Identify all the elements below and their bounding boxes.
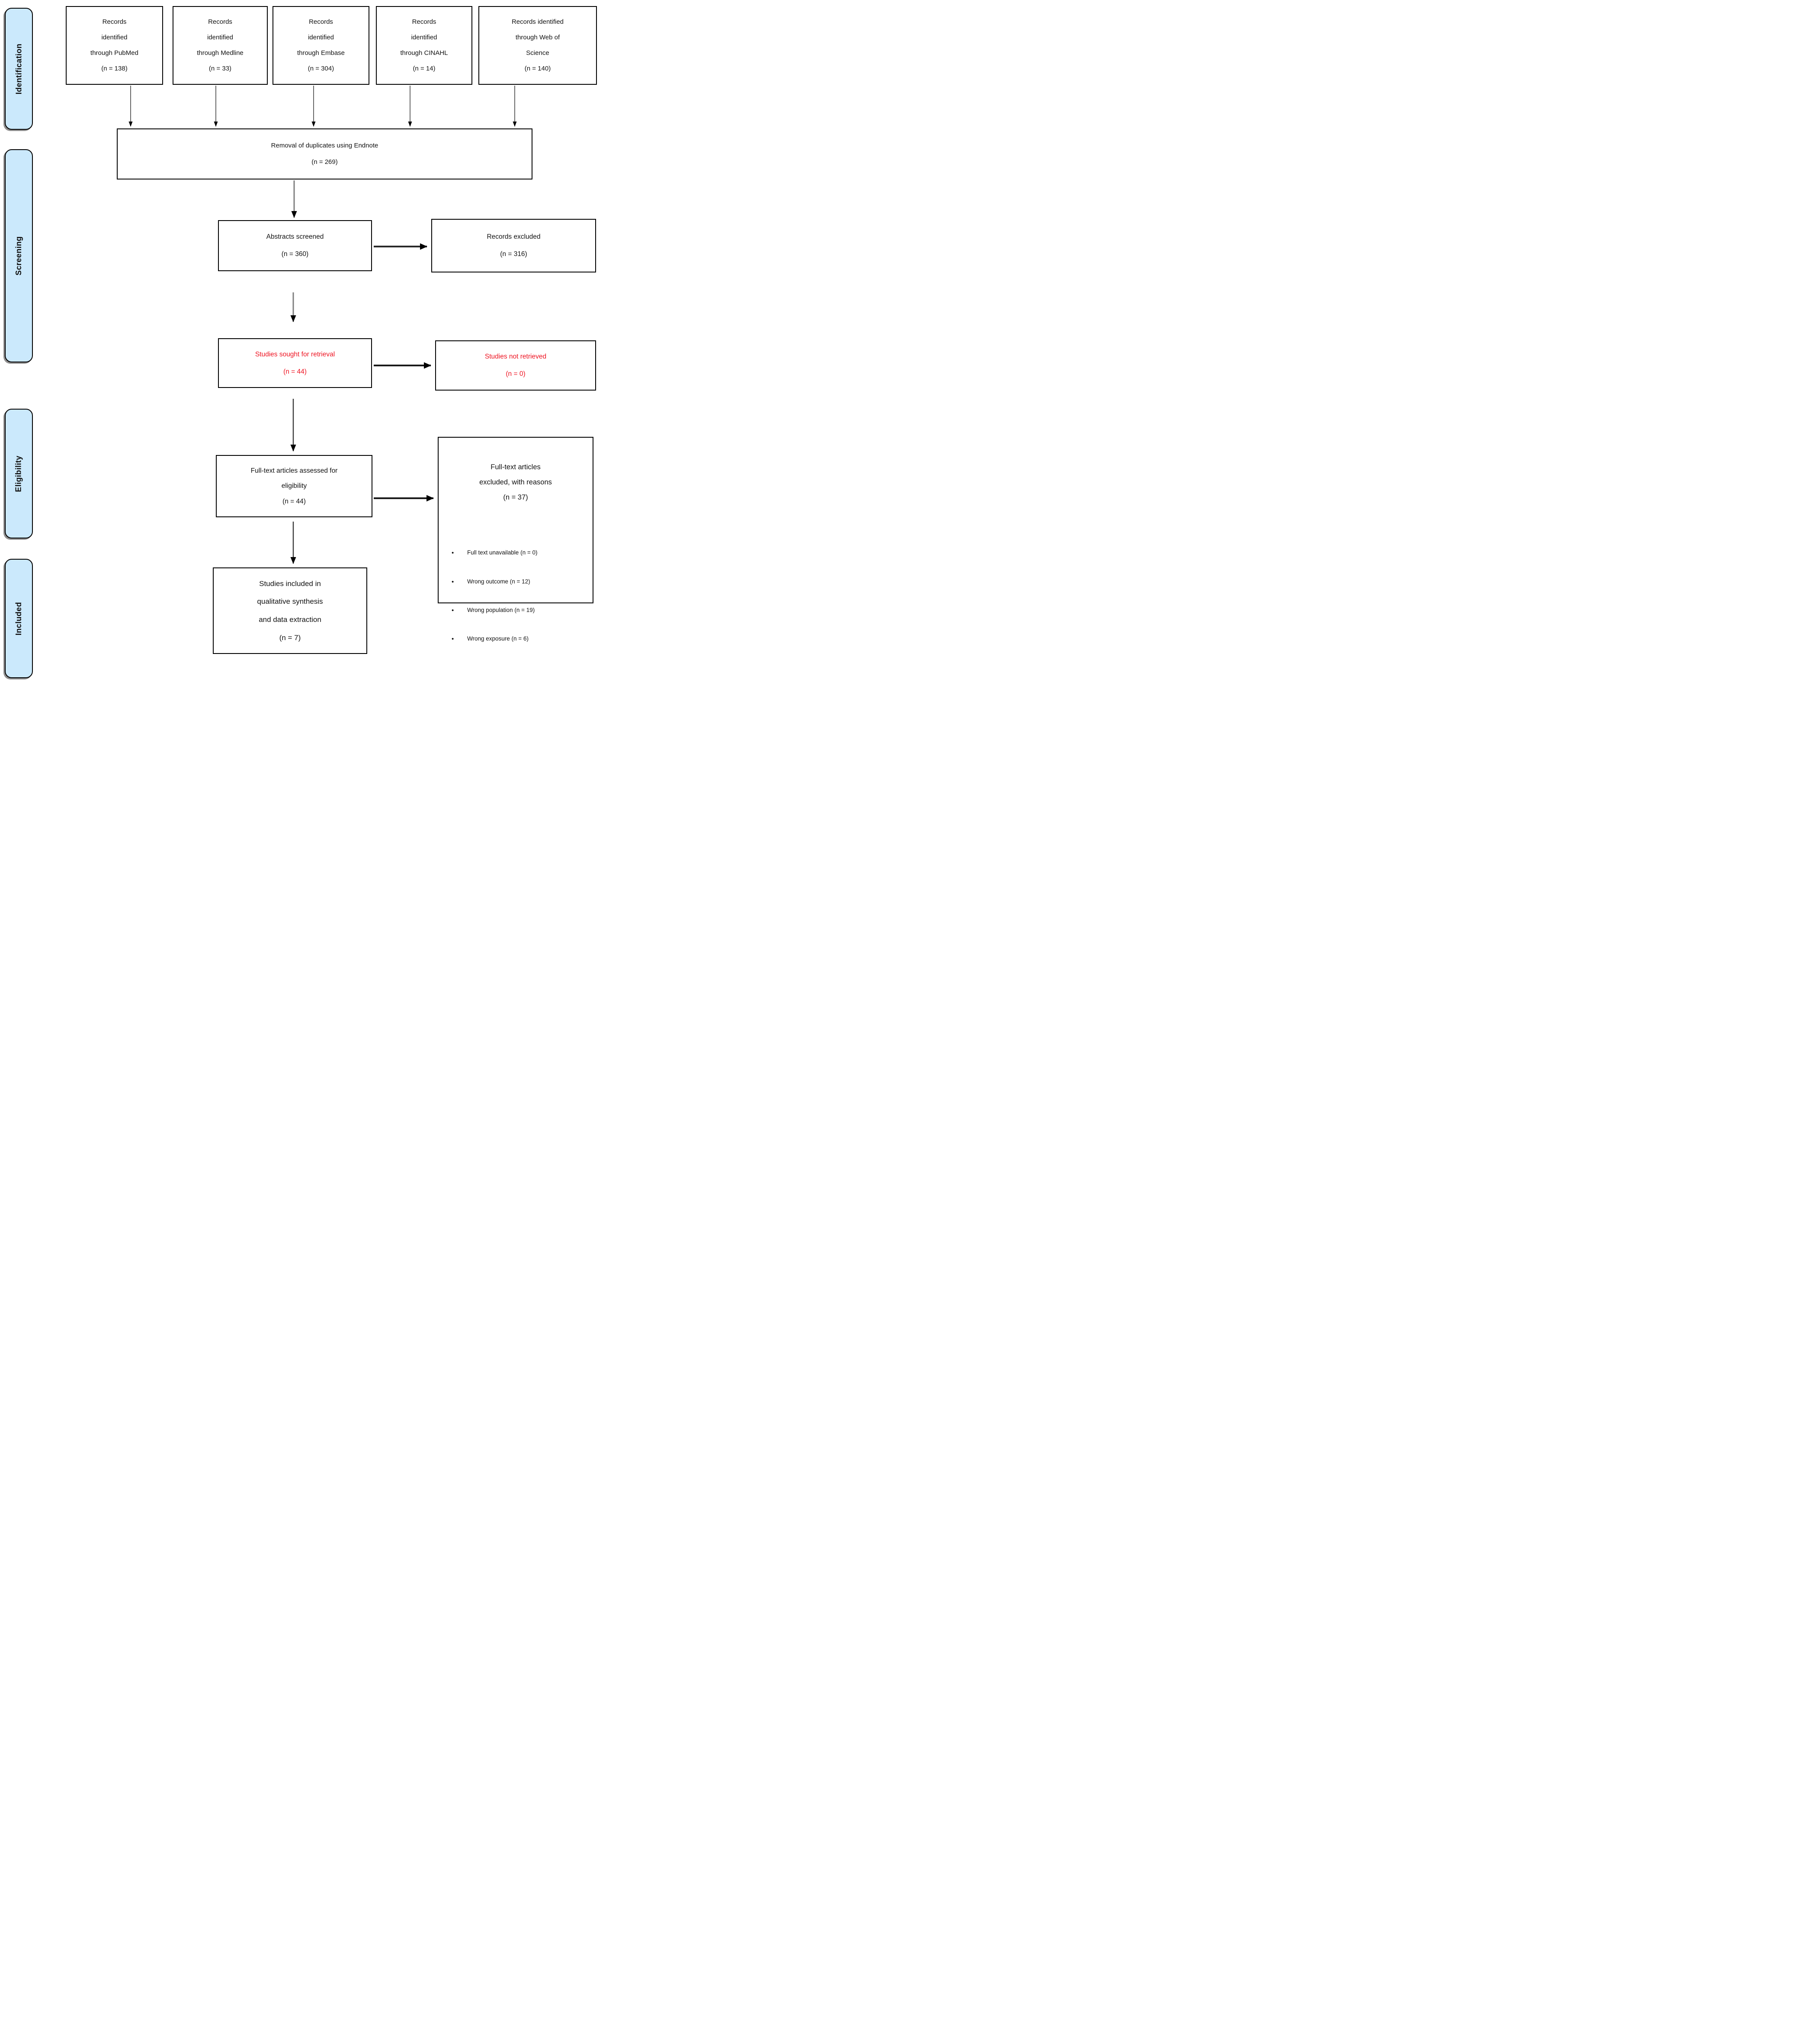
stage-label-included: Included: [5, 559, 33, 678]
records-excluded-box: Records excluded (n = 316): [431, 219, 596, 272]
prisma-flow-diagram: Identification Screening Eligibility Inc…: [0, 0, 606, 681]
fulltext-excluded-box: Full-text articles excluded, with reason…: [438, 437, 593, 647]
stage-label-screening: Screening: [5, 149, 33, 362]
exclusion-reasons-list: Full text unavailable (n = 0) Wrong outc…: [442, 531, 589, 660]
fulltext-excluded-title: Full-text articles excluded, with reason…: [479, 463, 552, 501]
source-box-cinahl: Records identified through CINAHL (n = 1…: [376, 6, 472, 85]
stage-label-screening-text: Screening: [14, 236, 23, 276]
abstracts-screened-box: Abstracts screened (n = 360): [218, 220, 372, 271]
studies-not-retrieved-box: Studies not retrieved (n = 0): [435, 340, 596, 391]
stage-label-included-text: Included: [14, 602, 23, 635]
source-box-pubmed: Records identified through PubMed (n = 1…: [66, 6, 163, 85]
duplicates-removal-box: Removal of duplicates using Endnote (n =…: [117, 128, 532, 179]
studies-included-box: Studies included in qualitative synthesi…: [213, 567, 367, 654]
source-box-web-of-science: Records identified through Web of Scienc…: [478, 6, 597, 85]
stage-label-identification-text: Identification: [14, 43, 23, 94]
exclusion-reason-item: Wrong exposure (n = 6): [442, 631, 589, 647]
exclusion-reason-item: Full text unavailable (n = 0): [442, 545, 589, 561]
stage-label-identification: Identification: [5, 8, 33, 130]
stage-label-eligibility-text: Eligibility: [14, 455, 23, 492]
stage-label-eligibility: Eligibility: [5, 409, 33, 538]
source-box-medline: Records identified through Medline (n = …: [173, 6, 268, 85]
source-box-embase: Records identified through Embase (n = 3…: [273, 6, 369, 85]
fulltext-assessed-box: Full-text articles assessed for eligibil…: [216, 455, 372, 517]
exclusion-reason-item: Wrong outcome (n = 12): [442, 574, 589, 590]
exclusion-reason-item: Wrong population (n = 19): [442, 603, 589, 619]
studies-sought-box: Studies sought for retrieval (n = 44): [218, 338, 372, 388]
